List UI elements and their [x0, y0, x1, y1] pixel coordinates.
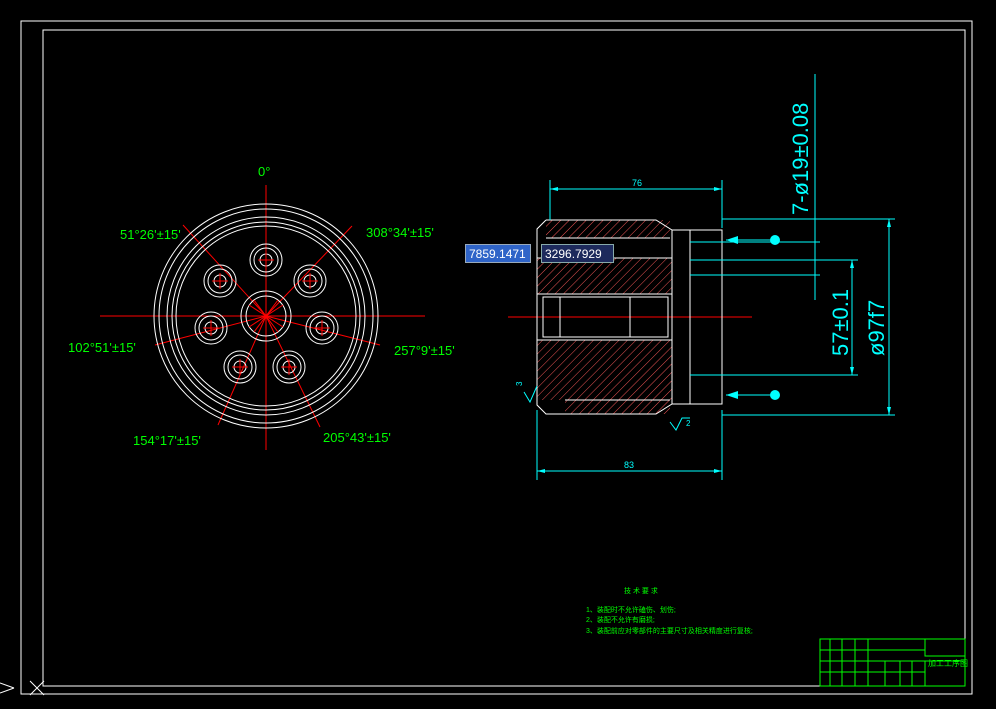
note-3: 3、装配前应对零部件的主要尺寸及相关精度进行复核; — [586, 626, 753, 635]
front-view — [100, 185, 425, 450]
title-block — [819, 638, 966, 687]
angle-0-label: 0° — [258, 164, 270, 179]
section-dimensions: 76 83 7-ø19±0.08 57±0.1 ø97f7 3 2 — [515, 103, 889, 470]
angle-205-label: 205°43'±15' — [323, 430, 391, 445]
dim-bottom: 83 — [624, 460, 634, 470]
notes-title: 技 术 要 求 — [624, 586, 658, 595]
dim-97: ø97f7 — [864, 300, 889, 356]
ucs-icon — [0, 680, 45, 696]
outer-frame — [20, 20, 973, 695]
note-1: 1、装配时不允许磕伤、划伤; — [586, 605, 676, 614]
dim-top: 76 — [632, 178, 642, 188]
angle-308-label: 308°34'±15' — [366, 225, 434, 240]
inner-frame — [42, 29, 966, 687]
dim-57: 57±0.1 — [828, 289, 853, 356]
x-coordinate-input[interactable]: 7859.1471 — [465, 244, 531, 263]
angle-257-label: 257°9'±15' — [394, 343, 455, 358]
y-coordinate-input[interactable]: 3296.7929 — [541, 244, 614, 263]
technical-notes: 技 术 要 求 1、装配时不允许磕伤、划伤; 2、装配不允许有磨损; 3、装配前… — [586, 586, 753, 635]
roughness-left: 3 — [515, 381, 524, 386]
note-2: 2、装配不允许有磨损; — [586, 615, 655, 624]
angle-labels: 0° 51°26'±15' 308°34'±15' 102°51'±15' 25… — [68, 164, 455, 448]
section-view — [508, 74, 895, 480]
angle-51-label: 51°26'±15' — [120, 227, 181, 242]
title-block-name: 加工工序图 — [928, 658, 968, 668]
roughness-bottom: 2 — [686, 419, 691, 428]
angle-102-label: 102°51'±15' — [68, 340, 136, 355]
angle-154-label: 154°17'±15' — [133, 433, 201, 448]
dim-holes: 7-ø19±0.08 — [788, 103, 813, 215]
